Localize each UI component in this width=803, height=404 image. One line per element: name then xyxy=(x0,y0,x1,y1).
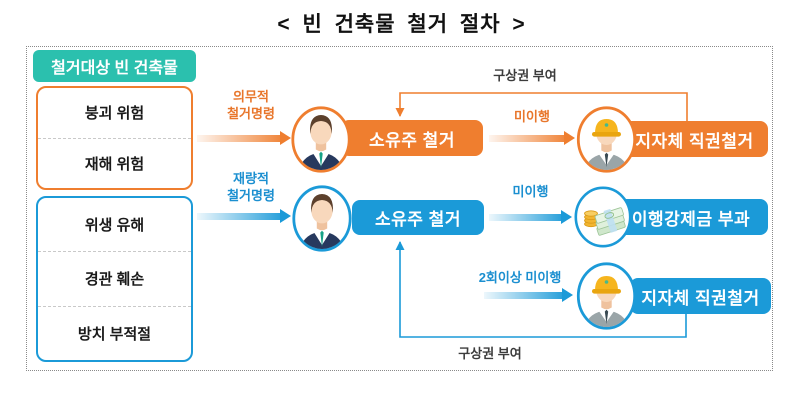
noncompliance-arrow-2 xyxy=(489,210,572,225)
owner-demolition-step-mandatory: 소유주 철거 xyxy=(341,120,483,156)
owner-icon xyxy=(292,185,352,252)
page-title: < 빈 건축물 철거 절차 > xyxy=(277,13,526,36)
authority-demolition-step-discretionary: 지자체 직권철거 xyxy=(630,278,771,314)
list-item-disaster-risk: 재해 위험 xyxy=(38,137,191,189)
discretionary-order-arrow xyxy=(197,209,291,224)
noncompliance-label-2: 미이행 xyxy=(512,184,549,199)
worker-icon xyxy=(576,106,637,173)
hazard-group: 붕괴 위험 재해 위험 xyxy=(36,86,193,190)
discretionary-order-label: 재량적 철거명령 xyxy=(227,171,275,203)
repeat-noncompliance-arrow xyxy=(484,288,573,303)
list-item-collapse-risk: 붕괴 위험 xyxy=(84,105,145,123)
noncompliance-arrow-1 xyxy=(489,131,575,146)
worker-icon xyxy=(576,262,637,330)
noncompliance-label-1: 미이행 xyxy=(514,109,550,124)
diagram-frame xyxy=(26,46,773,371)
enforcement-fine-step: 이행강제금 부과 xyxy=(614,199,768,235)
list-item-sanitation-harm: 위생 유해 xyxy=(84,217,145,235)
sidebar-header: 철거대상 빈 건축물 xyxy=(33,50,196,82)
mandatory-order-label: 의무적 철거명령 xyxy=(227,89,275,121)
recourse-label-bottom: 구상권 부여 xyxy=(458,346,522,361)
authority-demolition-step-mandatory: 지자체 직권철거 xyxy=(621,121,768,157)
list-item-landscape-damage: 경관 훼손 xyxy=(38,251,191,305)
money-icon xyxy=(574,186,632,248)
repeat-noncompliance-label: 2회이상 미이행 xyxy=(478,270,562,285)
owner-demolition-step-discretionary: 소유주 철거 xyxy=(352,200,484,235)
mandatory-order-arrow xyxy=(197,131,291,146)
list-item-neglect-unsuitable: 방치 부적절 xyxy=(38,305,191,360)
recourse-label-top: 구상권 부여 xyxy=(493,68,557,83)
nuisance-group: 위생 유해 경관 훼손 방치 부적절 xyxy=(36,196,193,362)
owner-icon xyxy=(291,106,351,173)
